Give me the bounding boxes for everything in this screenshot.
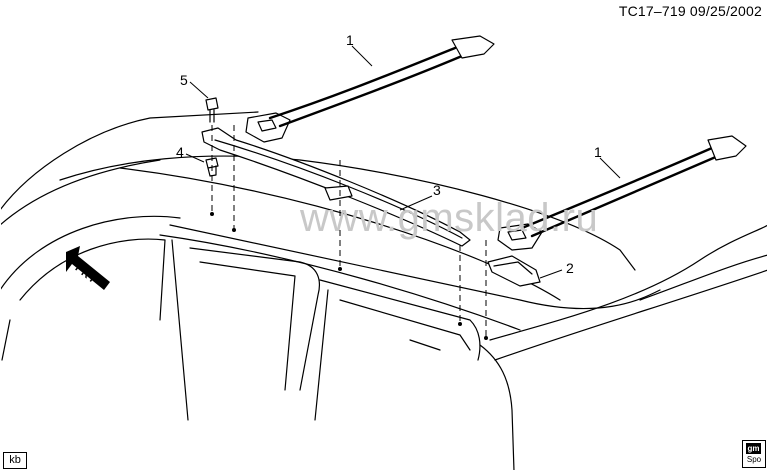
callout-1-upper: 1 [346,32,354,48]
callout-1-lower: 1 [594,144,602,160]
vehicle-body [0,111,768,471]
watermark-text: www.gmsklad.ru [300,196,599,240]
side-rail [201,127,471,247]
nut-4 [205,157,219,177]
end-support [487,255,541,287]
crossbar-upper [245,35,495,143]
callout-3: 3 [433,182,441,198]
gm-badge-text: Spo [746,455,762,464]
mounting-points [210,212,488,340]
document-id: TC17–719 09/25/2002 [618,3,762,19]
leader-lines [185,45,621,279]
callout-5: 5 [180,72,188,88]
callout-4: 4 [176,144,184,160]
alignment-lines [211,125,487,336]
front-arrow-icon [66,246,110,290]
gm-spo-badge: gm Spo [742,440,766,468]
callout-2: 2 [566,260,574,276]
gm-logo-icon: gm [746,443,761,454]
crossbar-lower [497,135,747,251]
bolt-5 [205,97,219,123]
kb-tag: kb [3,452,27,469]
